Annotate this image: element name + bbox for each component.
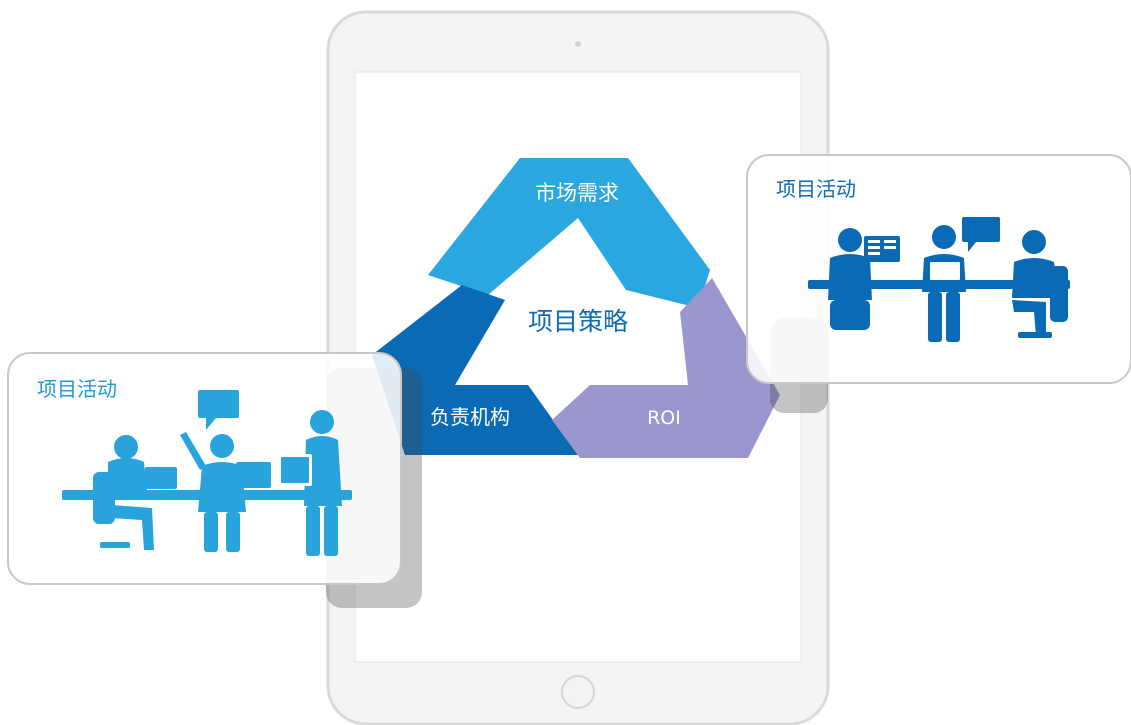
segment-label-roi: ROI bbox=[647, 407, 681, 429]
meeting-people-icon bbox=[62, 388, 352, 556]
card-title-right: 项目活动 bbox=[776, 177, 856, 201]
segment-roi bbox=[552, 278, 780, 458]
segment-market-demand bbox=[428, 158, 710, 308]
segment-label-responsible-org: 负责机构 bbox=[430, 405, 510, 429]
office-workers-icon bbox=[808, 217, 1070, 342]
activity-card-right: 项目活动 bbox=[746, 154, 1131, 413]
camera-icon bbox=[575, 41, 581, 47]
card-title-left: 项目活动 bbox=[37, 377, 117, 401]
segment-label-market-demand: 市场需求 bbox=[535, 181, 619, 205]
home-button[interactable] bbox=[561, 675, 595, 709]
segment-responsible-org bbox=[372, 285, 578, 455]
cycle-diagram: 市场需求 负责机构 ROI 项目策略 bbox=[372, 158, 780, 458]
activity-card-left: 项目活动 bbox=[7, 352, 422, 608]
center-label: 项目策略 bbox=[528, 307, 628, 336]
